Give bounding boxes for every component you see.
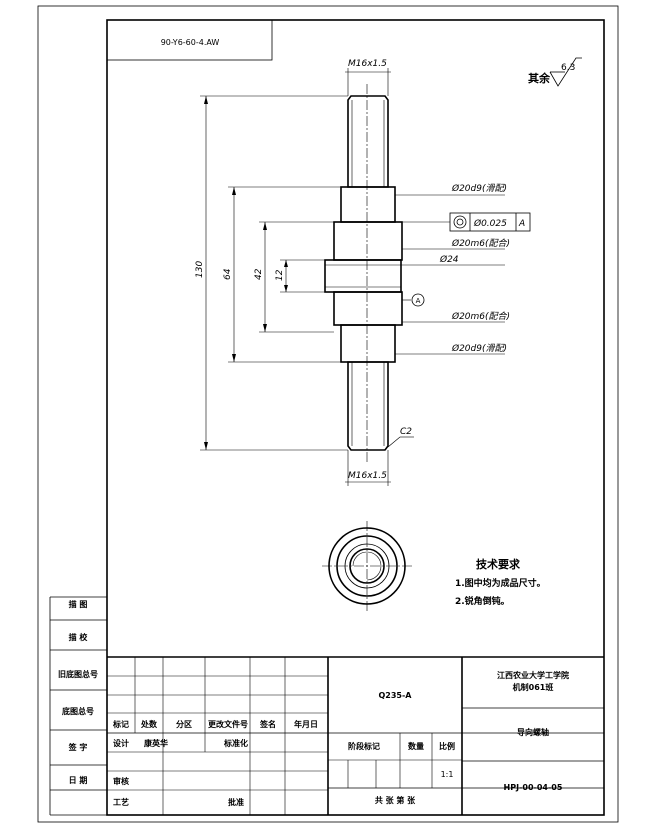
strip-label-date: 日 期 (69, 775, 88, 785)
end-view (322, 521, 412, 611)
tolerance-datum-label: A (518, 219, 525, 229)
header-count: 处数 (140, 719, 158, 729)
header-signature: 签名 (259, 719, 276, 729)
dim-12-label: 12 (275, 269, 285, 281)
scale-label: 比例 (439, 741, 455, 751)
company-label: 江西农业大学工学院 (497, 670, 569, 680)
surface-finish-value: 6.3 (561, 63, 575, 73)
tolerance-frame (402, 212, 531, 232)
drawing-number-label: HPJ-00-04-05 (504, 783, 563, 792)
leader-chamfer (387, 436, 414, 448)
tech-req-item-1: 1.图中均为成品尺寸。 (455, 577, 546, 589)
scale-value: 1:1 (441, 770, 454, 779)
label-approve: 批准 (228, 797, 244, 807)
strip-label-old-base-no: 旧底图总号 (58, 669, 98, 679)
chamfer-label: C2 (400, 427, 412, 437)
header-date: 年月日 (294, 719, 318, 729)
part-name-label: 导向螺轴 (517, 727, 549, 737)
dim-130 (200, 95, 348, 451)
surface-finish-label: 其余 (528, 71, 551, 85)
label-review: 审核 (113, 776, 129, 786)
dia-top-bearing-label: Ø20d9(滑配) (451, 183, 507, 194)
stage-mark-label: 阶段标记 (348, 741, 380, 751)
header-zone: 分区 (176, 719, 192, 729)
tech-req-title: 技术要求 (476, 557, 521, 571)
dim-12 (280, 259, 325, 293)
dim-64 (228, 186, 341, 363)
strip-label-base-no: 底图总号 (61, 706, 94, 716)
strip-label-trace: 描 图 (69, 599, 88, 609)
dim-42-label: 42 (254, 268, 264, 280)
inner-frame (106, 19, 605, 816)
code-box-text: 90-Y6-60-4.AW (161, 38, 220, 47)
dim-thread-bottom (345, 450, 391, 486)
dia-lower-fit-label: Ø20m6(配合) (451, 311, 510, 322)
header-change-doc: 更改文件号 (208, 719, 248, 729)
dia-upper-fit-label: Ø20m6(配合) (451, 238, 510, 249)
shaft-outline (324, 95, 403, 451)
code-box (106, 19, 273, 61)
datum-circle-icon (411, 293, 425, 307)
thread-bottom-label: M16x1.5 (348, 471, 387, 481)
concentricity-icon (453, 215, 467, 229)
strip-label-trace-check: 描 校 (69, 632, 89, 642)
thread-top-label: M16x1.5 (348, 59, 387, 69)
dim-64-label: 64 (223, 268, 233, 280)
outer-frame (37, 5, 619, 823)
material-label: Q235-A (378, 691, 412, 700)
runout-tolerance-label: Ø0.025 (473, 218, 507, 229)
tech-req-item-2: 2.锐角倒钝。 (455, 595, 510, 607)
dim-thread-top (345, 68, 391, 96)
datum-marker-label: A (416, 297, 421, 305)
surface-finish-icon (549, 57, 582, 87)
sheets-label: 共 张 第 张 (375, 795, 416, 805)
left-strip (49, 596, 107, 816)
label-design: 设计 (113, 738, 129, 748)
strip-label-sign: 签 字 (68, 742, 88, 752)
dim-130-label: 130 (195, 261, 205, 278)
label-standardize: 标准化 (223, 738, 248, 748)
header-mark: 标记 (112, 719, 129, 729)
weight-label: 数量 (408, 741, 424, 751)
dia-collar-label: Ø24 (439, 254, 459, 265)
designer-name: 康英华 (144, 738, 168, 748)
dia-bottom-bearing-label: Ø20d9(滑配) (451, 343, 507, 354)
dim-42 (259, 221, 334, 333)
title-block (107, 656, 604, 815)
datum-marker (402, 293, 425, 307)
label-process: 工艺 (113, 797, 129, 807)
company-sub-label: 机制061班 (513, 682, 554, 692)
